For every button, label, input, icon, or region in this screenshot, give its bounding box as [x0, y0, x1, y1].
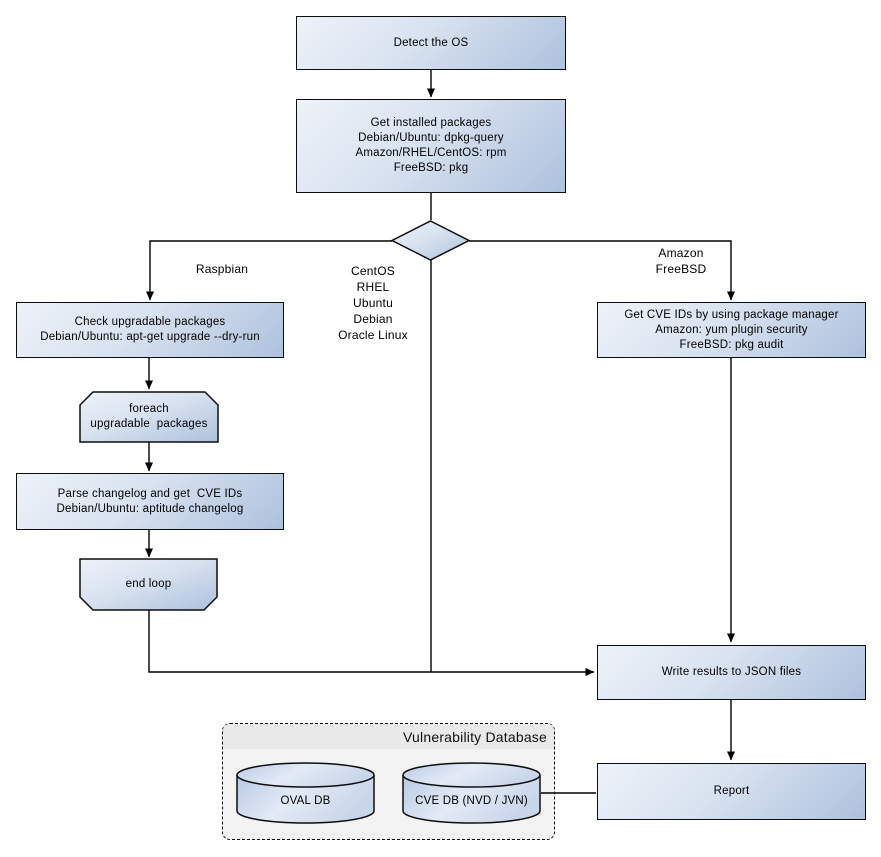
node-text-line: Debian/Ubuntu: dpkg-query — [358, 132, 504, 144]
oval-db-label: OVAL DB — [237, 763, 374, 827]
node-text-line: Report — [713, 785, 750, 797]
cylinder-text: OVAL DB — [280, 794, 331, 807]
edge-label-line: Oracle Linux — [338, 328, 408, 342]
edge-label-line: FreeBSD — [655, 262, 707, 276]
foreach-loop-label: foreach upgradable packages — [80, 392, 218, 442]
node-text-line: Parse changelog and get CVE IDs — [57, 487, 243, 500]
edge-label-line: CentOS — [351, 264, 395, 278]
edge-label-amazon-freebsd: Amazon FreeBSD — [645, 245, 717, 277]
end-loop-shape — [79, 558, 218, 611]
edge-label-line: RHEL — [356, 280, 390, 294]
node-report: Report — [597, 763, 866, 820]
cve-db-label: CVE DB (NVD / JVN) — [403, 763, 540, 827]
node-text-line: Write results to JSON files — [661, 666, 802, 678]
edge-decision-to-get-cve — [469, 240, 735, 301]
node-text-line: FreeBSD: pkg — [393, 162, 469, 174]
node-check-upgradable-packages: Check upgradable packages Debian/Ubuntu:… — [16, 302, 284, 358]
edge-label-line: Amazon — [658, 246, 704, 260]
node-text-line: Detect the OS — [393, 36, 469, 49]
edge-endloop-to-write-results — [148, 610, 595, 676]
node-detect-os: Detect the OS — [296, 16, 566, 70]
node-parse-changelog: Parse changelog and get CVE IDs Debian/U… — [16, 473, 284, 530]
node-get-installed-packages: Get installed packages Debian/Ubuntu: dp… — [296, 99, 566, 193]
node-text-line: Get CVE IDs by using package manager — [624, 308, 839, 321]
oval-db-cylinder-top — [236, 762, 375, 788]
cve-db-cylinder — [402, 762, 541, 824]
os-decision-diamond — [390, 220, 471, 261]
node-text-line: FreeBSD: pkg audit — [679, 338, 784, 351]
edge-label-center-os-list: CentOS RHEL Ubuntu Debian Oracle Linux — [330, 263, 416, 343]
edge-label-line: Debian — [353, 312, 393, 326]
node-text-line: Get installed packages — [370, 117, 492, 129]
node-text-line: Debian/Ubuntu: aptitude changelog — [56, 502, 244, 515]
node-get-cve-ids-package-manager: Get CVE IDs by using package manager Ama… — [597, 302, 866, 358]
oval-db-cylinder — [236, 762, 375, 824]
vulnerability-database-title: Vulnerability Database — [403, 728, 547, 745]
end-loop-label: end loop — [80, 559, 217, 610]
oval-db-cylinder-body — [236, 775, 375, 824]
node-text-line: upgradable packages — [90, 418, 208, 430]
cve-db-cylinder-body — [402, 775, 541, 824]
node-text-line: end loop — [125, 578, 172, 590]
node-write-results-json: Write results to JSON files — [597, 645, 866, 700]
vulnerability-database-header: Vulnerability Database — [223, 724, 554, 749]
node-text-line: Debian/Ubuntu: apt-get upgrade --dry-run — [40, 331, 260, 343]
node-text-line: Amazon: yum plugin security — [655, 323, 808, 336]
edge-label-line: Ubuntu — [353, 296, 393, 310]
edge-label-raspbian: Raspbian — [195, 262, 249, 276]
edge-decision-to-check-upgradable — [146, 240, 392, 301]
foreach-loop-shape — [79, 391, 219, 443]
node-text-line: foreach — [129, 403, 169, 415]
node-text-line: Check upgradable packages — [74, 316, 226, 328]
node-text-line: Amazon/RHEL/CentOS: rpm — [355, 147, 507, 159]
cve-db-cylinder-top — [402, 762, 541, 788]
cylinder-text: CVE DB (NVD / JVN) — [415, 794, 528, 807]
